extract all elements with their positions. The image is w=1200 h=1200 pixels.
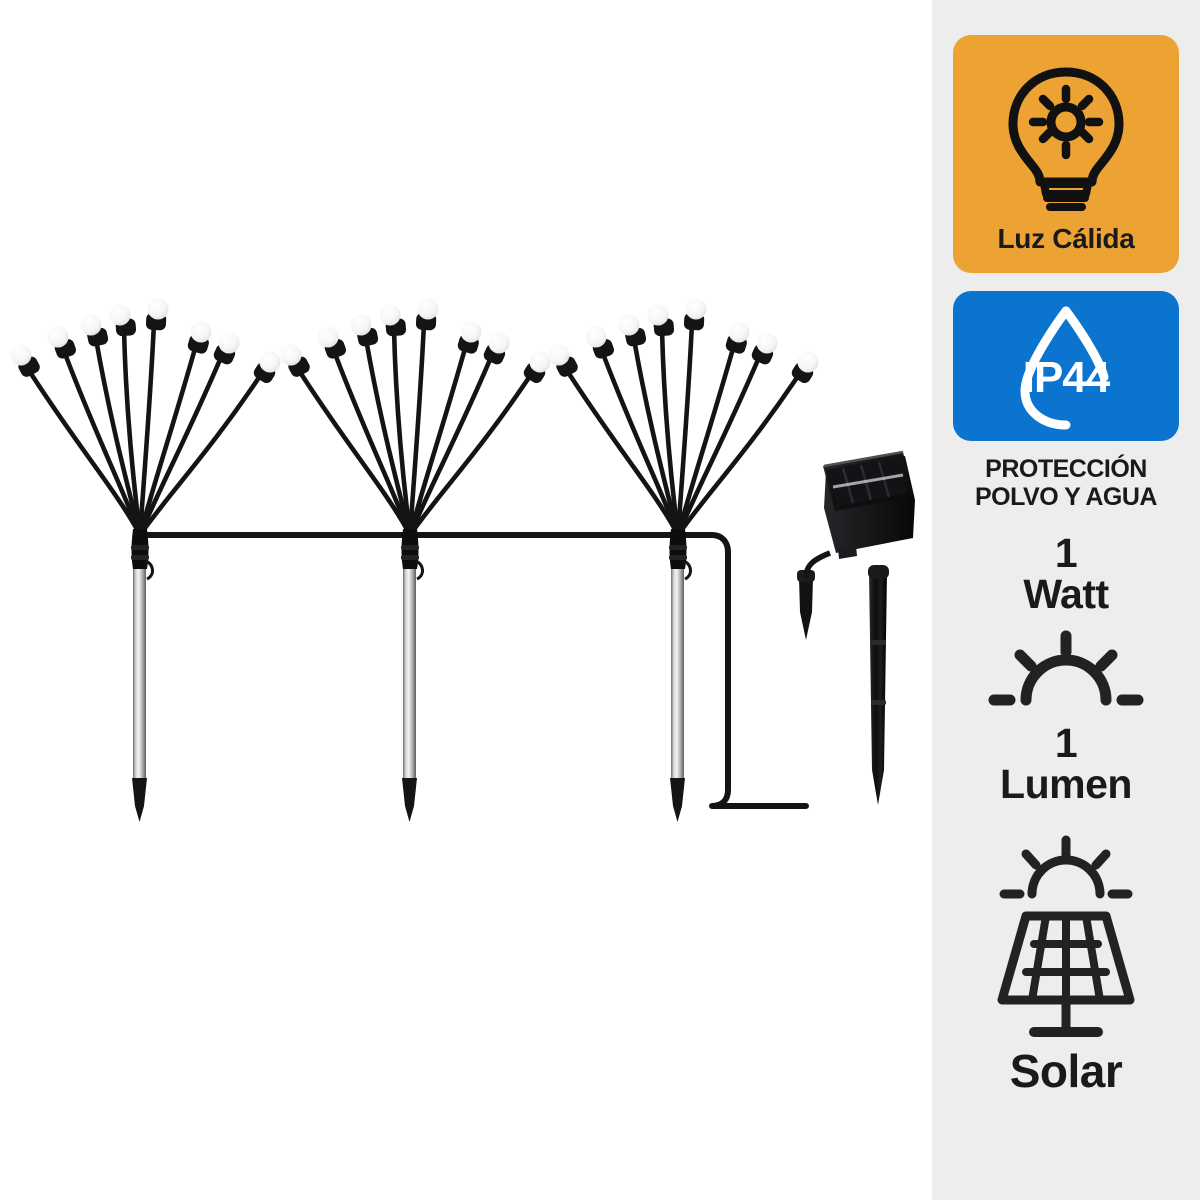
brightness-icon-wrap [986,627,1146,713]
light-stake-2 [281,299,551,822]
brightness-spec: 1 Lumen [1000,723,1132,805]
brightness-unit: Lumen [1000,761,1132,807]
cable-connector [797,570,815,640]
warm-light-badge: Luz Cálida [953,35,1179,273]
solar-panel-sun-icon [970,832,1162,1049]
ip-rating-value: IP44 [1022,353,1111,402]
power-unit: Watt [1023,571,1109,617]
connecting-wire [137,532,809,809]
solar-label: Solar [1009,1045,1123,1097]
water-drop-icon [1001,303,1131,436]
warm-light-label: Luz Cálida [997,222,1135,254]
brightness-value: 1 [1054,720,1078,766]
power-spec: 1 Watt [1023,530,1109,617]
ip-description-line-1: PROTECCIÓN [985,455,1147,483]
half-sun-rays-icon [986,626,1146,715]
ip-description: PROTECCIÓN POLVO Y AGUA [953,455,1179,511]
power-value: 1 [1054,530,1078,576]
light-bulb-sun-icon [1000,62,1132,217]
light-stake-1 [11,299,281,822]
ip-rating-badge: IP44 [953,291,1179,441]
light-stake-3 [549,299,819,822]
solar-icon-wrap [970,833,1162,1048]
ip-description-line-2: POLVO Y AGUA [974,483,1158,511]
product-photo-area [0,0,915,822]
feature-sidebar: Luz Cálida IP44 PROTECCIÓN POLVO Y AGUA … [932,0,1200,1200]
product-illustration [0,0,915,822]
solar-panel-unit [803,450,915,805]
